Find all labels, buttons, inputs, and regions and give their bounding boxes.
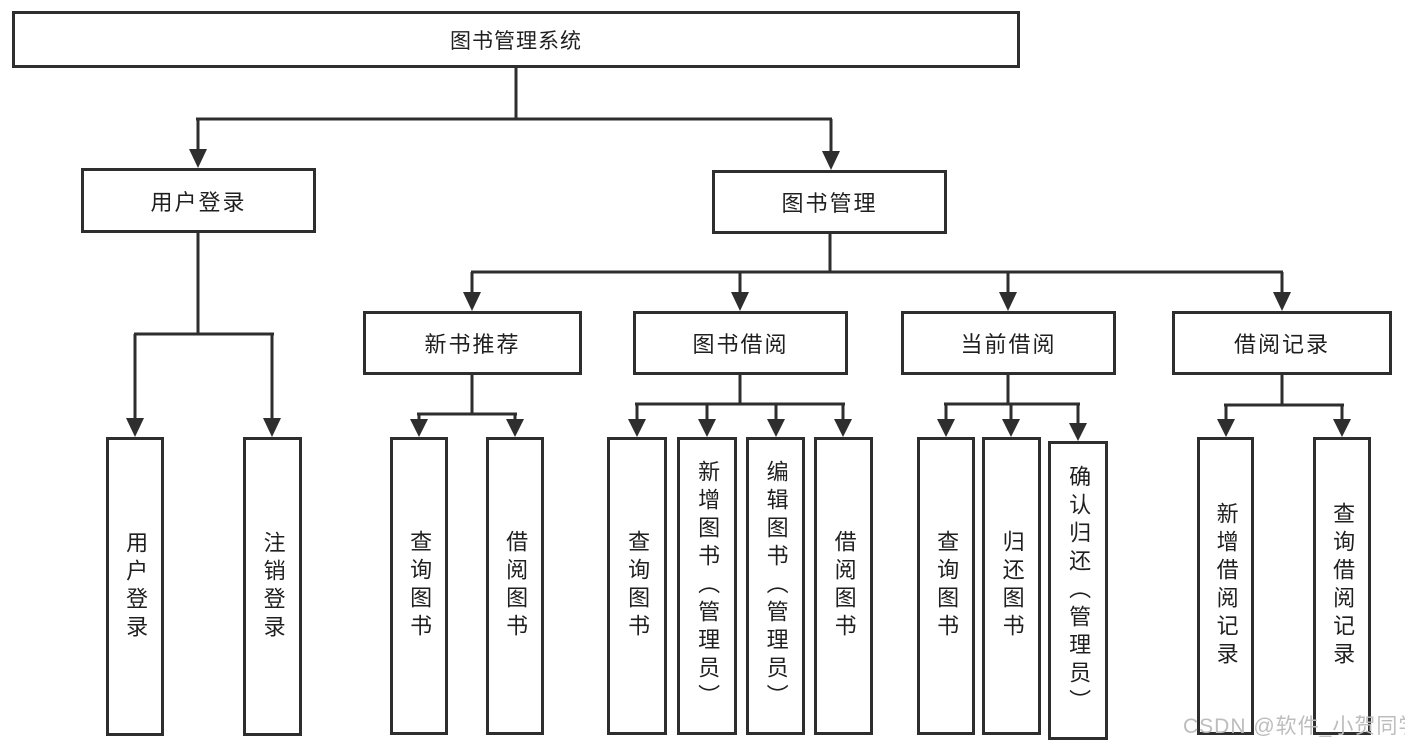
node-borrow-record: 借阅记录: [1172, 311, 1392, 375]
leaf-current-confirm-return-admin: 确认归还（管理员）: [1048, 441, 1108, 740]
leaf-borrow-edit-books-admin-label: 编辑图书（管理员）: [763, 460, 789, 712]
leaf-newbook-query-books: 查询图书: [390, 437, 448, 735]
node-borrow-record-label: 借阅记录: [1233, 332, 1330, 357]
leaf-current-return-books: 归还图书: [982, 437, 1041, 735]
node-user-login-label: 用户登录: [150, 189, 247, 215]
leaf-user-login: 用户登录: [106, 437, 164, 736]
leaf-record-add-record-label: 新增借阅记录: [1213, 502, 1239, 670]
node-root-label: 图书管理系统: [450, 29, 582, 53]
leaf-borrow-query-books: 查询图书: [607, 437, 667, 735]
leaf-borrow-borrow-books-label: 借阅图书: [831, 530, 857, 642]
node-user-login: 用户登录: [81, 168, 316, 233]
leaf-borrow-add-books-admin: 新增图书（管理员）: [677, 437, 737, 735]
node-book-borrow: 图书借阅: [633, 311, 848, 375]
node-new-book-recommend: 新书推荐: [363, 311, 582, 375]
leaf-current-query-books: 查询图书: [917, 437, 975, 735]
leaf-current-confirm-return-admin-label: 确认归还（管理员）: [1066, 464, 1092, 717]
leaf-borrow-edit-books-admin: 编辑图书（管理员）: [746, 437, 805, 735]
leaf-record-query-record-label: 查询借阅记录: [1330, 502, 1356, 670]
node-current-borrow-label: 当前借阅: [960, 332, 1057, 357]
leaf-current-return-books-label: 归还图书: [999, 530, 1025, 642]
leaf-newbook-borrow-books-label: 借阅图书: [503, 530, 529, 642]
leaf-borrow-add-books-admin-label: 新增图书（管理员）: [695, 460, 721, 712]
leaf-newbook-query-books-label: 查询图书: [407, 530, 433, 642]
node-current-borrow: 当前借阅: [901, 311, 1116, 375]
csdn-watermark: CSDN @软件_小贺同学: [1183, 715, 1405, 738]
leaf-logout-label: 注销登录: [260, 530, 286, 643]
leaf-current-query-books-label: 查询图书: [934, 530, 960, 642]
node-book-management-label: 图书管理: [781, 191, 878, 216]
leaf-record-query-record: 查询借阅记录: [1313, 437, 1371, 735]
node-book-management: 图书管理: [712, 170, 947, 234]
node-book-borrow-label: 图书借阅: [692, 332, 789, 357]
leaf-borrow-borrow-books: 借阅图书: [814, 437, 873, 735]
leaf-record-add-record: 新增借阅记录: [1197, 437, 1254, 735]
node-root: 图书管理系统: [12, 11, 1020, 68]
node-new-book-recommend-label: 新书推荐: [424, 332, 521, 357]
leaf-newbook-borrow-books: 借阅图书: [486, 437, 544, 735]
leaf-logout: 注销登录: [243, 437, 302, 736]
leaf-user-login-label: 用户登录: [123, 530, 149, 643]
leaf-borrow-query-books-label: 查询图书: [625, 530, 651, 642]
